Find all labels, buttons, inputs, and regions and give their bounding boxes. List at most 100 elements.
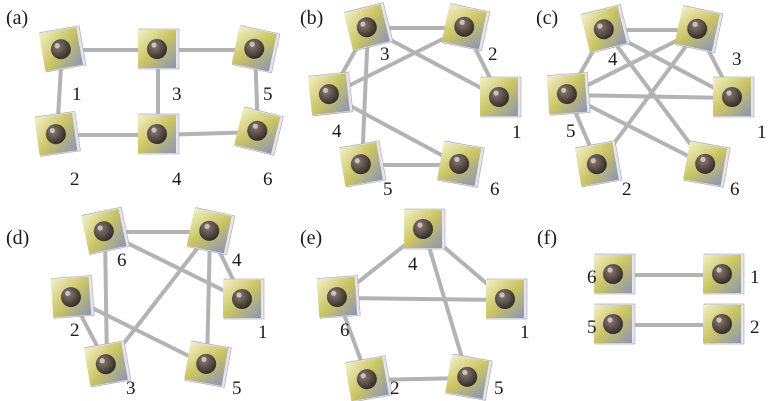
bead xyxy=(695,153,716,174)
node-label: 6 xyxy=(263,169,273,190)
quantum-dot-icon xyxy=(580,4,631,54)
node-label: 4 xyxy=(172,169,182,190)
graph-edge xyxy=(205,230,212,367)
quantum-dot-icon xyxy=(703,253,745,295)
bead-highlight xyxy=(462,369,468,375)
graph-edge xyxy=(360,26,370,167)
bead xyxy=(712,314,732,334)
bead xyxy=(603,264,623,284)
quantum-dot-icon xyxy=(83,340,132,388)
graph-edge xyxy=(336,296,508,302)
node-label: 1 xyxy=(258,322,268,343)
quantum-dot-icon xyxy=(437,140,485,188)
bead-highlight xyxy=(151,127,157,133)
node-label: 3 xyxy=(172,84,182,105)
node-label: 3 xyxy=(380,44,390,65)
bead xyxy=(457,366,478,387)
bead xyxy=(712,264,732,284)
bead-highlight xyxy=(607,267,613,273)
node-label: 1 xyxy=(72,84,82,105)
bead-highlight xyxy=(249,41,255,47)
panel-label: (a) xyxy=(6,7,28,29)
bead-highlight xyxy=(597,23,603,29)
node-label: 5 xyxy=(566,121,576,142)
bead-highlight xyxy=(331,290,337,296)
panel-label: (b) xyxy=(300,7,323,29)
quantum-dot-icon xyxy=(683,140,731,188)
graph-edge xyxy=(566,93,708,167)
node-label: 4 xyxy=(332,121,342,142)
node-label: 4 xyxy=(232,250,242,271)
node-label: 4 xyxy=(408,254,418,275)
node-label: 5 xyxy=(232,378,242,399)
bead-highlight xyxy=(561,87,567,93)
node-label: 2 xyxy=(622,179,632,200)
bead-highlight xyxy=(493,90,499,96)
bead xyxy=(449,153,470,174)
bead xyxy=(413,219,433,239)
quantum-dot-icon xyxy=(713,76,755,118)
quantum-dot-icon xyxy=(594,253,636,295)
quantum-dot-icon xyxy=(574,140,623,188)
bead-highlight xyxy=(417,222,423,228)
quantum-dot-icon xyxy=(338,140,387,188)
node-label: 1 xyxy=(520,322,530,343)
panel-label: (f) xyxy=(537,227,557,249)
bead-highlight xyxy=(204,223,210,229)
bead-highlight xyxy=(360,373,366,379)
bead-highlight xyxy=(252,123,258,129)
quantum-dot-icon xyxy=(308,71,354,117)
bead-highlight xyxy=(49,128,55,134)
bead-highlight xyxy=(726,90,732,96)
node-label: 2 xyxy=(390,378,400,399)
bead xyxy=(454,16,475,37)
bead xyxy=(603,314,623,334)
bead-highlight xyxy=(54,43,60,49)
bead xyxy=(247,120,268,141)
panel-label: (c) xyxy=(536,7,558,29)
node-label: 6 xyxy=(490,179,500,200)
node-label: 2 xyxy=(70,169,80,190)
node-label: 1 xyxy=(757,122,767,143)
panel-label: (d) xyxy=(6,227,29,249)
bead-highlight xyxy=(236,292,242,298)
node-label: 6 xyxy=(587,267,597,288)
bead-highlight xyxy=(151,42,157,48)
quantum-dot-icon xyxy=(480,76,522,118)
graph-edge xyxy=(70,296,209,367)
bead-highlight xyxy=(454,156,460,162)
node-label: 5 xyxy=(587,317,597,338)
edge-group xyxy=(336,228,508,382)
node-label: 1 xyxy=(512,122,522,143)
bead xyxy=(147,124,167,144)
bead-highlight xyxy=(700,156,706,162)
quantum-dot-icon xyxy=(234,106,284,156)
bead-highlight xyxy=(459,19,465,25)
quantum-dot-icon xyxy=(184,340,232,388)
node-label: 6 xyxy=(340,320,350,341)
node-label: 6 xyxy=(117,250,127,271)
node-label: 1 xyxy=(750,267,760,288)
bead-highlight xyxy=(201,356,207,362)
quantum-dot-icon xyxy=(81,206,130,255)
bead xyxy=(147,39,167,59)
graph-edge xyxy=(566,93,735,100)
node-label: 4 xyxy=(608,49,618,70)
quantum-dot-icon xyxy=(404,208,446,250)
node-label: 3 xyxy=(732,49,742,70)
quantum-dot-icon xyxy=(344,355,393,401)
quantum-dot-icon xyxy=(594,303,636,345)
quantum-dot-icon xyxy=(138,28,180,70)
quantum-dot-icon xyxy=(186,207,236,256)
bead-highlight xyxy=(716,317,722,323)
panel-label: (e) xyxy=(300,227,322,249)
bead-highlight xyxy=(354,158,360,164)
bead xyxy=(495,289,515,309)
quantum-dot-icon xyxy=(34,110,81,157)
bead-highlight xyxy=(607,317,613,323)
graph-edge xyxy=(103,230,109,367)
